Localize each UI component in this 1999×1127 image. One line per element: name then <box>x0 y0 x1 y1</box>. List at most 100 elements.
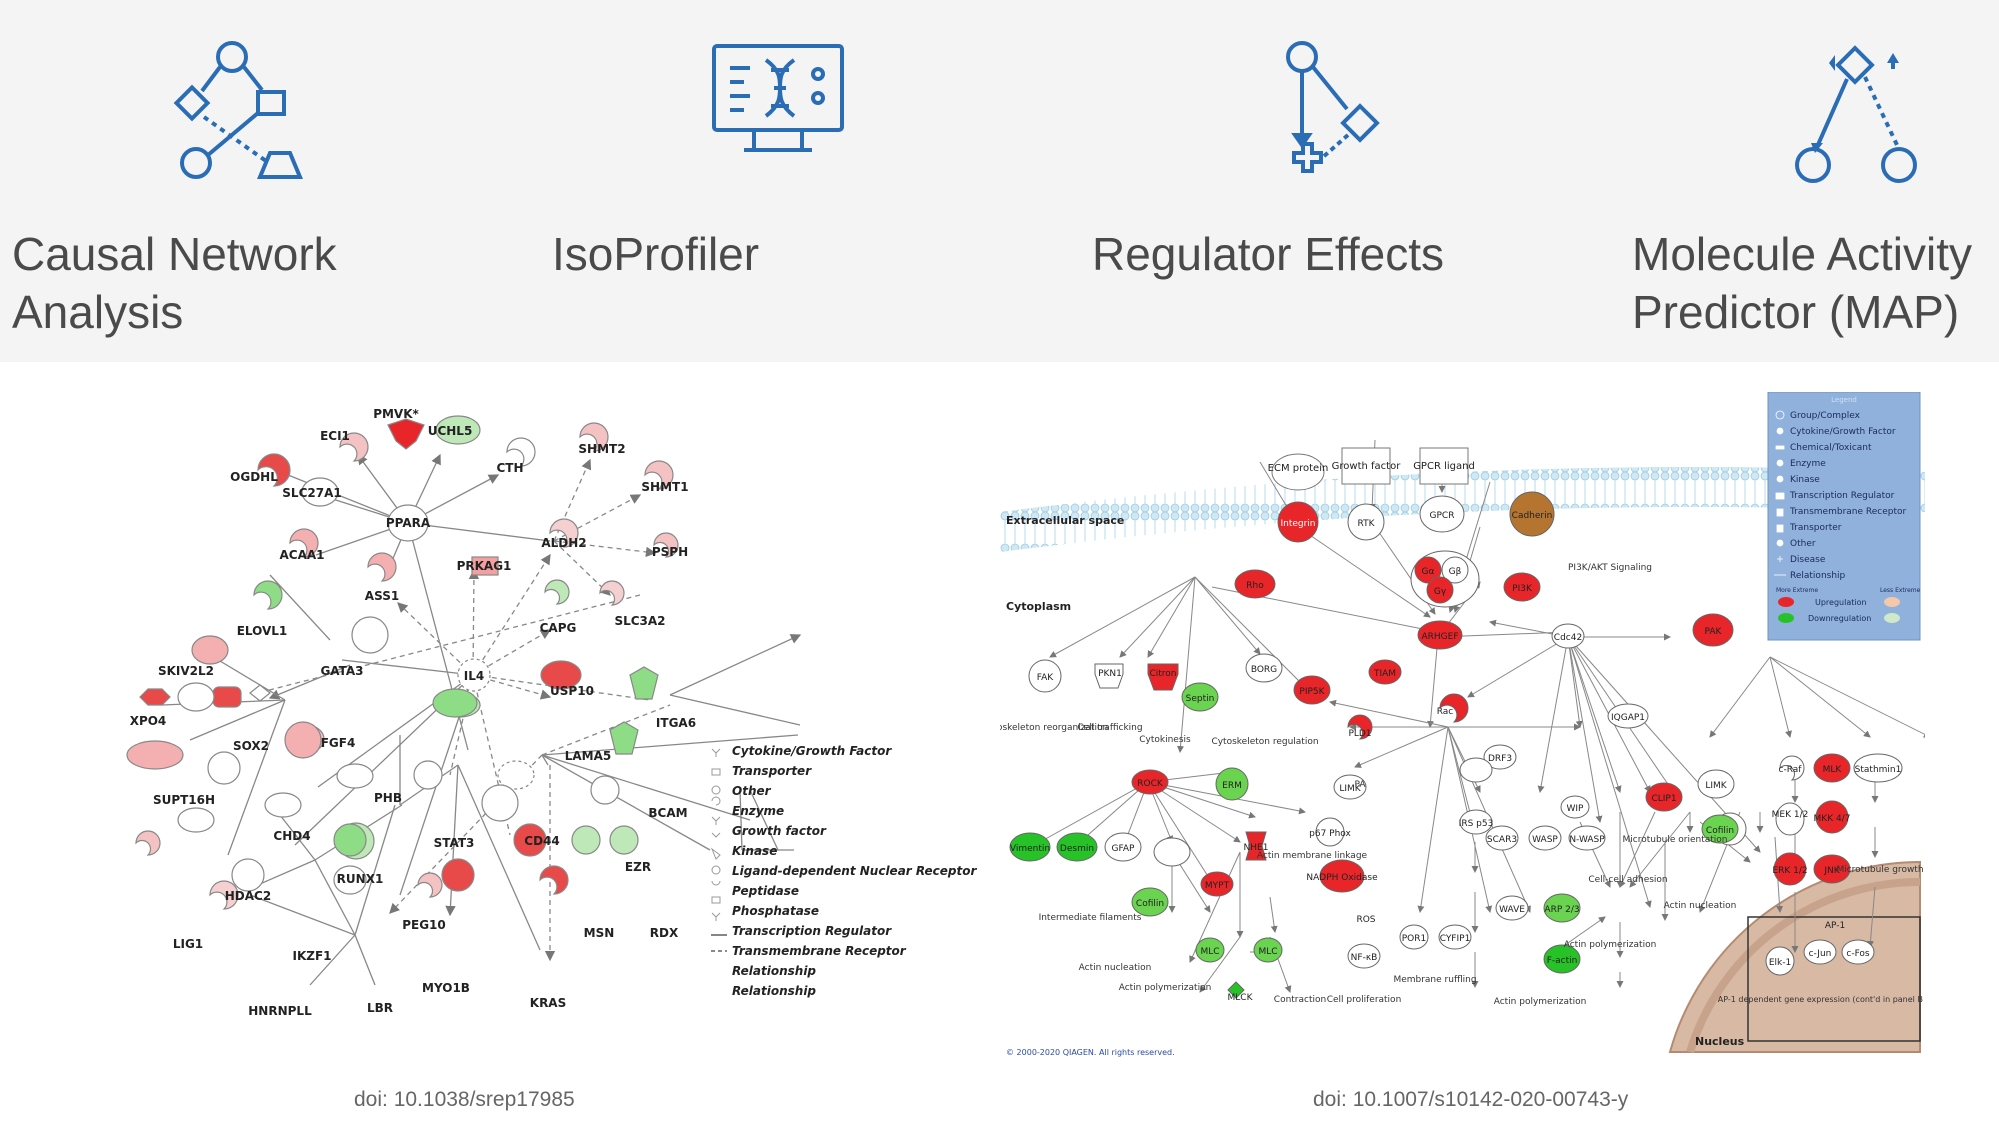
node-ezr[interactable]: EZR <box>625 860 651 874</box>
node-rho[interactable]: Rho <box>1246 581 1264 591</box>
node-tiam[interactable]: TIAM <box>1373 669 1396 679</box>
node-rac[interactable]: Rac <box>1437 707 1454 717</box>
node-ppara[interactable]: PPARA <box>386 516 431 530</box>
box-ecm[interactable]: ECM protein <box>1268 463 1329 474</box>
node-pi3k[interactable]: PI3K <box>1512 584 1533 594</box>
node-shmt2[interactable]: SHMT2 <box>578 442 625 456</box>
node-nfkb[interactable]: NF-κB <box>1351 953 1378 963</box>
node-myo1b[interactable]: MYO1B <box>422 981 470 995</box>
node-bcam[interactable]: BCAM <box>648 806 687 820</box>
node-arhgef[interactable]: ARHGEF <box>1421 632 1458 642</box>
node-cadherin[interactable]: Cadherin <box>1512 511 1553 521</box>
node-gbeta[interactable]: Gβ <box>1449 567 1462 577</box>
node-mlck[interactable]: MLCK <box>1228 993 1254 1003</box>
node-cofilin1[interactable]: Cofilin <box>1136 899 1164 909</box>
node-slc27a1[interactable]: SLC27A1 <box>282 486 341 500</box>
node-cd44[interactable]: CD44 <box>524 834 559 848</box>
node-supt16h[interactable]: SUPT16H <box>153 793 215 807</box>
node-slc3a2[interactable]: SLC3A2 <box>614 614 665 628</box>
node-cofilin2[interactable]: Cofilin <box>1706 826 1734 836</box>
node-cfos[interactable]: c-Fos <box>1846 949 1870 959</box>
node-iqgap1[interactable]: IQGAP1 <box>1611 713 1645 723</box>
node-septin[interactable]: Septin <box>1186 694 1215 704</box>
node-sox2[interactable]: SOX2 <box>233 739 269 753</box>
node-lbr[interactable]: LBR <box>367 1001 393 1015</box>
node-erm[interactable]: ERM <box>1222 781 1242 791</box>
node-galpha[interactable]: Gα <box>1422 567 1435 577</box>
node-gfap[interactable]: GFAP <box>1112 844 1135 854</box>
node-prkag1[interactable]: PRKAG1 <box>457 559 512 573</box>
node-nadph[interactable]: NADPH Oxidase <box>1306 873 1378 883</box>
node-clip1[interactable]: CLIP1 <box>1651 794 1676 804</box>
node-shmt1[interactable]: SHMT1 <box>641 480 688 494</box>
node-integrin[interactable]: Integrin <box>1280 519 1315 529</box>
node-il4[interactable]: IL4 <box>464 669 484 683</box>
left-caption[interactable]: doi: 10.1038/srep17985 <box>354 1088 575 1111</box>
node-jnk[interactable]: JNK <box>1823 866 1840 876</box>
node-wave[interactable]: WAVE <box>1499 905 1525 915</box>
node-cth[interactable]: CTH <box>496 461 523 475</box>
node-aldh2[interactable]: ALDH2 <box>541 536 586 550</box>
node-desmin[interactable]: Desmin <box>1060 844 1094 854</box>
box-growth-factor[interactable]: Growth factor <box>1332 461 1402 472</box>
node-mek[interactable]: MEK 1/2 <box>1772 810 1809 820</box>
node-chd4[interactable]: CHD4 <box>273 829 310 843</box>
node-fak[interactable]: FAK <box>1037 673 1055 683</box>
node-p67[interactable]: p67 Phox <box>1309 829 1351 839</box>
node-cjun[interactable]: c-Jun <box>1809 949 1832 959</box>
node-rdx[interactable]: RDX <box>650 926 679 940</box>
box-gpcr-ligand[interactable]: GPCR ligand <box>1413 461 1475 472</box>
node-ros[interactable]: ROS <box>1356 915 1375 925</box>
node-mkk[interactable]: MKK 4/7 <box>1814 814 1851 824</box>
node-nwasp[interactable]: N-WASP <box>1569 835 1605 845</box>
node-eci1[interactable]: ECI1 <box>320 429 350 443</box>
node-stathmin[interactable]: Stathmin1 <box>1855 765 1902 775</box>
node-pip5k[interactable]: PIP5K <box>1299 687 1325 697</box>
node-rock[interactable]: ROCK <box>1137 779 1164 789</box>
node-gpcr[interactable]: GPCR <box>1430 511 1455 521</box>
node-uchl5[interactable]: UCHL5 <box>428 424 473 438</box>
node-fgf4[interactable]: FGF4 <box>321 736 356 750</box>
node-mlk[interactable]: MLK <box>1823 765 1843 775</box>
node-ogdhl[interactable]: OGDHL <box>230 470 278 484</box>
right-caption[interactable]: doi: 10.1007/s10142-020-00743-y <box>1313 1088 1629 1111</box>
node-hnrnpll[interactable]: HNRNPLL <box>248 1004 312 1018</box>
node-factin[interactable]: F-actin <box>1547 956 1578 966</box>
node-mlc1[interactable]: MLC <box>1200 947 1219 957</box>
node-msn[interactable]: MSN <box>584 926 615 940</box>
node-rtk[interactable]: RTK <box>1358 519 1376 529</box>
node-irs[interactable]: IRS p53 <box>1459 819 1494 829</box>
node-scar3[interactable]: SCAR3 <box>1487 835 1517 845</box>
node-drf3[interactable]: DRF3 <box>1488 754 1512 764</box>
node-arp[interactable]: ARP 2/3 <box>1544 905 1579 915</box>
node-phb[interactable]: PHB <box>374 791 402 805</box>
node-elk1[interactable]: Elk-1 <box>1769 958 1791 968</box>
node-lig1[interactable]: LIG1 <box>173 937 203 951</box>
node-skiv2l2[interactable]: SKIV2L2 <box>158 664 214 678</box>
node-nhe1[interactable]: NHE1 <box>1244 843 1269 853</box>
node-cdc42[interactable]: Cdc42 <box>1554 633 1582 643</box>
node-limk1[interactable]: LIMK <box>1339 784 1361 794</box>
node-wip[interactable]: WIP <box>1567 804 1585 814</box>
node-mlc2[interactable]: MLC <box>1258 947 1277 957</box>
node-stat3[interactable]: STAT3 <box>434 836 475 850</box>
node-pkn1[interactable]: PKN1 <box>1098 669 1122 679</box>
node-mypt[interactable]: MYPT <box>1205 881 1230 891</box>
node-hdac2[interactable]: HDAC2 <box>225 889 271 903</box>
node-psph[interactable]: PSPH <box>652 545 688 559</box>
node-ass1[interactable]: ASS1 <box>365 589 399 603</box>
node-cyfip1[interactable]: CYFIP1 <box>1440 934 1471 944</box>
node-ggamma[interactable]: Gγ <box>1434 587 1447 597</box>
node-runx1[interactable]: RUNX1 <box>337 872 384 886</box>
node-lama5[interactable]: LAMA5 <box>565 749 612 763</box>
node-wasp[interactable]: WASP <box>1532 835 1558 845</box>
node-ikzf1[interactable]: IKZF1 <box>292 949 331 963</box>
node-gata3[interactable]: GATA3 <box>320 664 363 678</box>
node-vimentin[interactable]: Vimentin <box>1010 844 1050 854</box>
node-elovl1[interactable]: ELOVL1 <box>237 624 288 638</box>
node-erk[interactable]: ERK 1/2 <box>1772 866 1807 876</box>
node-borg[interactable]: BORG <box>1251 665 1277 675</box>
node-acaa1[interactable]: ACAA1 <box>279 548 324 562</box>
node-xpo4[interactable]: XPO4 <box>130 714 167 728</box>
node-pak[interactable]: PAK <box>1705 627 1723 637</box>
